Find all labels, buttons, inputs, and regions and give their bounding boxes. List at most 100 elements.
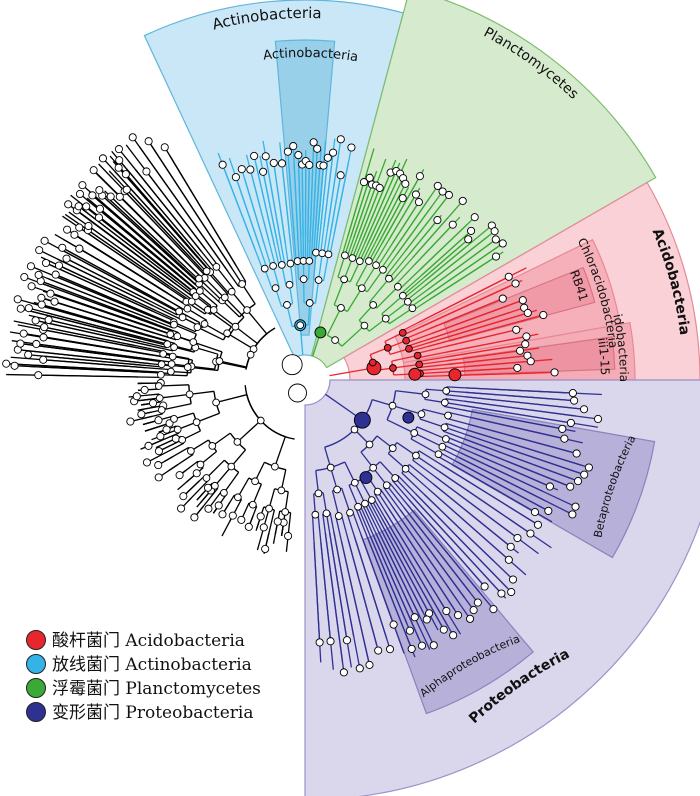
proteo-leaf-node — [584, 463, 593, 472]
black-lower-branch — [176, 261, 198, 281]
plancto-branch — [385, 251, 406, 277]
black-upper-node — [212, 263, 221, 271]
black-lower-leaf-node — [34, 371, 43, 380]
actino-leaf-branch — [307, 164, 310, 243]
acido-leaf-node — [539, 310, 548, 320]
proteo-leaf-branch — [458, 456, 573, 515]
black-bottom-node — [155, 394, 164, 402]
actino-branch — [314, 279, 320, 304]
plancto-leaf-node — [401, 179, 410, 188]
acido-branch — [407, 339, 427, 347]
black-lower-node — [189, 338, 198, 346]
actino-leaf-branch — [309, 142, 315, 243]
black-lower-node — [163, 340, 172, 349]
plancto-leaf-node — [365, 173, 374, 182]
black-bottom-branch — [196, 412, 220, 423]
black-bottom-leaf-branch — [177, 481, 187, 491]
actino-leaf-node — [237, 165, 246, 174]
plancto-node — [331, 336, 339, 344]
black-lower-leaf-branch — [24, 276, 144, 322]
plancto-node — [379, 265, 387, 274]
acido-leaf-node — [518, 296, 527, 305]
black-lower-leaf-branch — [28, 354, 140, 366]
actino-leaf-node — [329, 148, 338, 157]
black-upper-branch — [246, 309, 268, 335]
proteo-branch — [442, 430, 465, 440]
black-lower-leaf-node — [51, 270, 60, 279]
proteo-leaf-node — [544, 506, 553, 515]
black-lower-leaf-branch — [66, 229, 169, 294]
actino-node — [324, 250, 333, 259]
proteo-node — [440, 398, 449, 407]
acido-leaf-branch — [430, 299, 524, 335]
proteo-leaf-branch — [347, 539, 379, 651]
black-lower-node — [246, 350, 255, 359]
black-upper-branch — [156, 310, 176, 321]
black-bottom-leaf-node — [148, 399, 158, 408]
proteo-branch — [397, 475, 416, 495]
black-bottom-leaf-node — [244, 522, 253, 531]
black-lower-leaf-branch — [55, 273, 152, 316]
black-upper-branch — [204, 277, 226, 299]
proteo-leaf-branch — [464, 396, 585, 410]
actino-branch — [317, 229, 322, 253]
black-bottom-leaf-node — [218, 510, 227, 519]
proteo-node — [322, 509, 331, 518]
black-lower-leaf-branch — [38, 274, 150, 320]
actino-node — [286, 259, 295, 268]
black-upper-leaf-branch — [87, 229, 170, 287]
acido-branch — [401, 321, 420, 332]
proteo-leaf-node — [570, 396, 579, 405]
black-upper-leaf-node — [114, 163, 123, 172]
actino-node — [285, 280, 294, 289]
black-upper-node — [173, 332, 182, 341]
acido-leaf-branch — [428, 297, 503, 330]
plancto-leaf-branch — [427, 242, 504, 296]
black-bottom-leaf-branch — [141, 415, 153, 420]
black-upper-leaf-node — [114, 145, 123, 154]
acido-branch — [406, 333, 432, 344]
black-bottom-node — [256, 416, 265, 425]
actino-leaf-node — [277, 159, 287, 168]
plancto-branch — [376, 286, 399, 309]
proteo-leaf-node — [568, 389, 577, 398]
proteo-branch — [373, 493, 386, 511]
plancto-branch — [341, 236, 349, 255]
actino-branch — [322, 254, 330, 281]
black-bottom-branch — [206, 459, 225, 479]
black-lower-leaf-branch — [45, 262, 153, 312]
proteo-leaf-node — [315, 638, 324, 647]
black-lower-branch — [213, 309, 236, 328]
sector-actinobacteria-class — [274, 39, 336, 336]
proteo-leaf-branch — [428, 488, 510, 561]
black-lower-branch — [173, 324, 197, 335]
black-upper-branch — [149, 300, 178, 316]
black-bottom-leaf-branch — [272, 534, 276, 544]
plancto-node — [341, 251, 349, 260]
proteo-leaf-node — [339, 668, 348, 677]
plancto-branch — [373, 239, 390, 265]
proteo-leaf-node — [410, 613, 419, 622]
proteo-branch — [408, 464, 434, 485]
black-upper-leaf-node — [10, 361, 19, 370]
plancto-leaf-branch — [395, 191, 444, 256]
actino-leaf-node — [283, 147, 292, 156]
proteo-leaf-branch — [442, 465, 539, 526]
plancto-leaf-branch — [424, 230, 496, 287]
acido-branch — [405, 328, 430, 340]
proteo-leaf-node — [342, 636, 352, 645]
actino-leaf-branch — [235, 176, 261, 248]
actino-leaf-node — [336, 171, 345, 180]
proteo-node — [382, 481, 391, 490]
plancto-leaf-node — [491, 235, 500, 244]
black-lower-leaf-node — [40, 323, 49, 332]
black-bottom-leaf-branch — [256, 530, 264, 551]
actino-branch — [268, 241, 276, 266]
black-lower-branch — [180, 256, 202, 278]
plancto-leaf-branch — [391, 185, 439, 253]
acido-leaf-branch — [451, 371, 555, 377]
alphaproteobacteria-node — [359, 471, 373, 484]
black-bottom-leaf-branch — [221, 521, 231, 537]
acido-leaf-node — [523, 308, 532, 317]
proteo-leaf-node — [442, 606, 451, 616]
